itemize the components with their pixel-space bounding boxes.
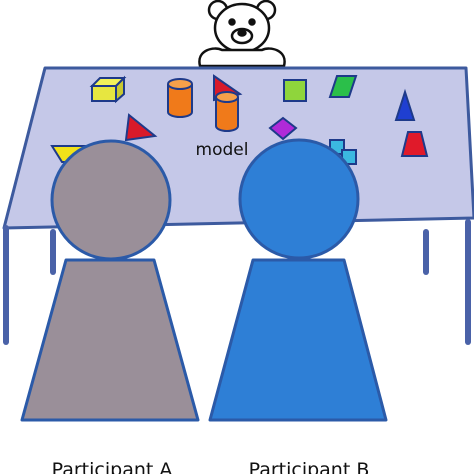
orange-cylinder-small-object xyxy=(215,91,239,132)
participant-b-label: Participant B xyxy=(249,459,370,474)
yellow-box-object xyxy=(89,75,127,104)
blue-triangle-object xyxy=(394,88,416,121)
red-wedge-object xyxy=(124,113,158,142)
participant-b-figure xyxy=(208,138,388,422)
green-parallelogram-object xyxy=(328,75,358,98)
table-front-legs xyxy=(3,219,471,345)
green-square-object xyxy=(283,79,307,102)
purple-diamond-object xyxy=(268,116,298,141)
model-label: model xyxy=(196,140,249,160)
participant-b-body xyxy=(208,258,388,422)
orange-cylinder-object xyxy=(167,78,193,118)
table-legs xyxy=(50,229,429,275)
participant-b-head xyxy=(238,138,360,260)
teddy-bear-icon xyxy=(198,0,286,68)
participant-a-head xyxy=(50,139,172,261)
participant-a-label: Participant A xyxy=(52,459,173,474)
participant-a-body xyxy=(20,258,200,422)
participant-a-figure xyxy=(20,139,200,422)
red-trapezoid-object xyxy=(400,131,429,157)
